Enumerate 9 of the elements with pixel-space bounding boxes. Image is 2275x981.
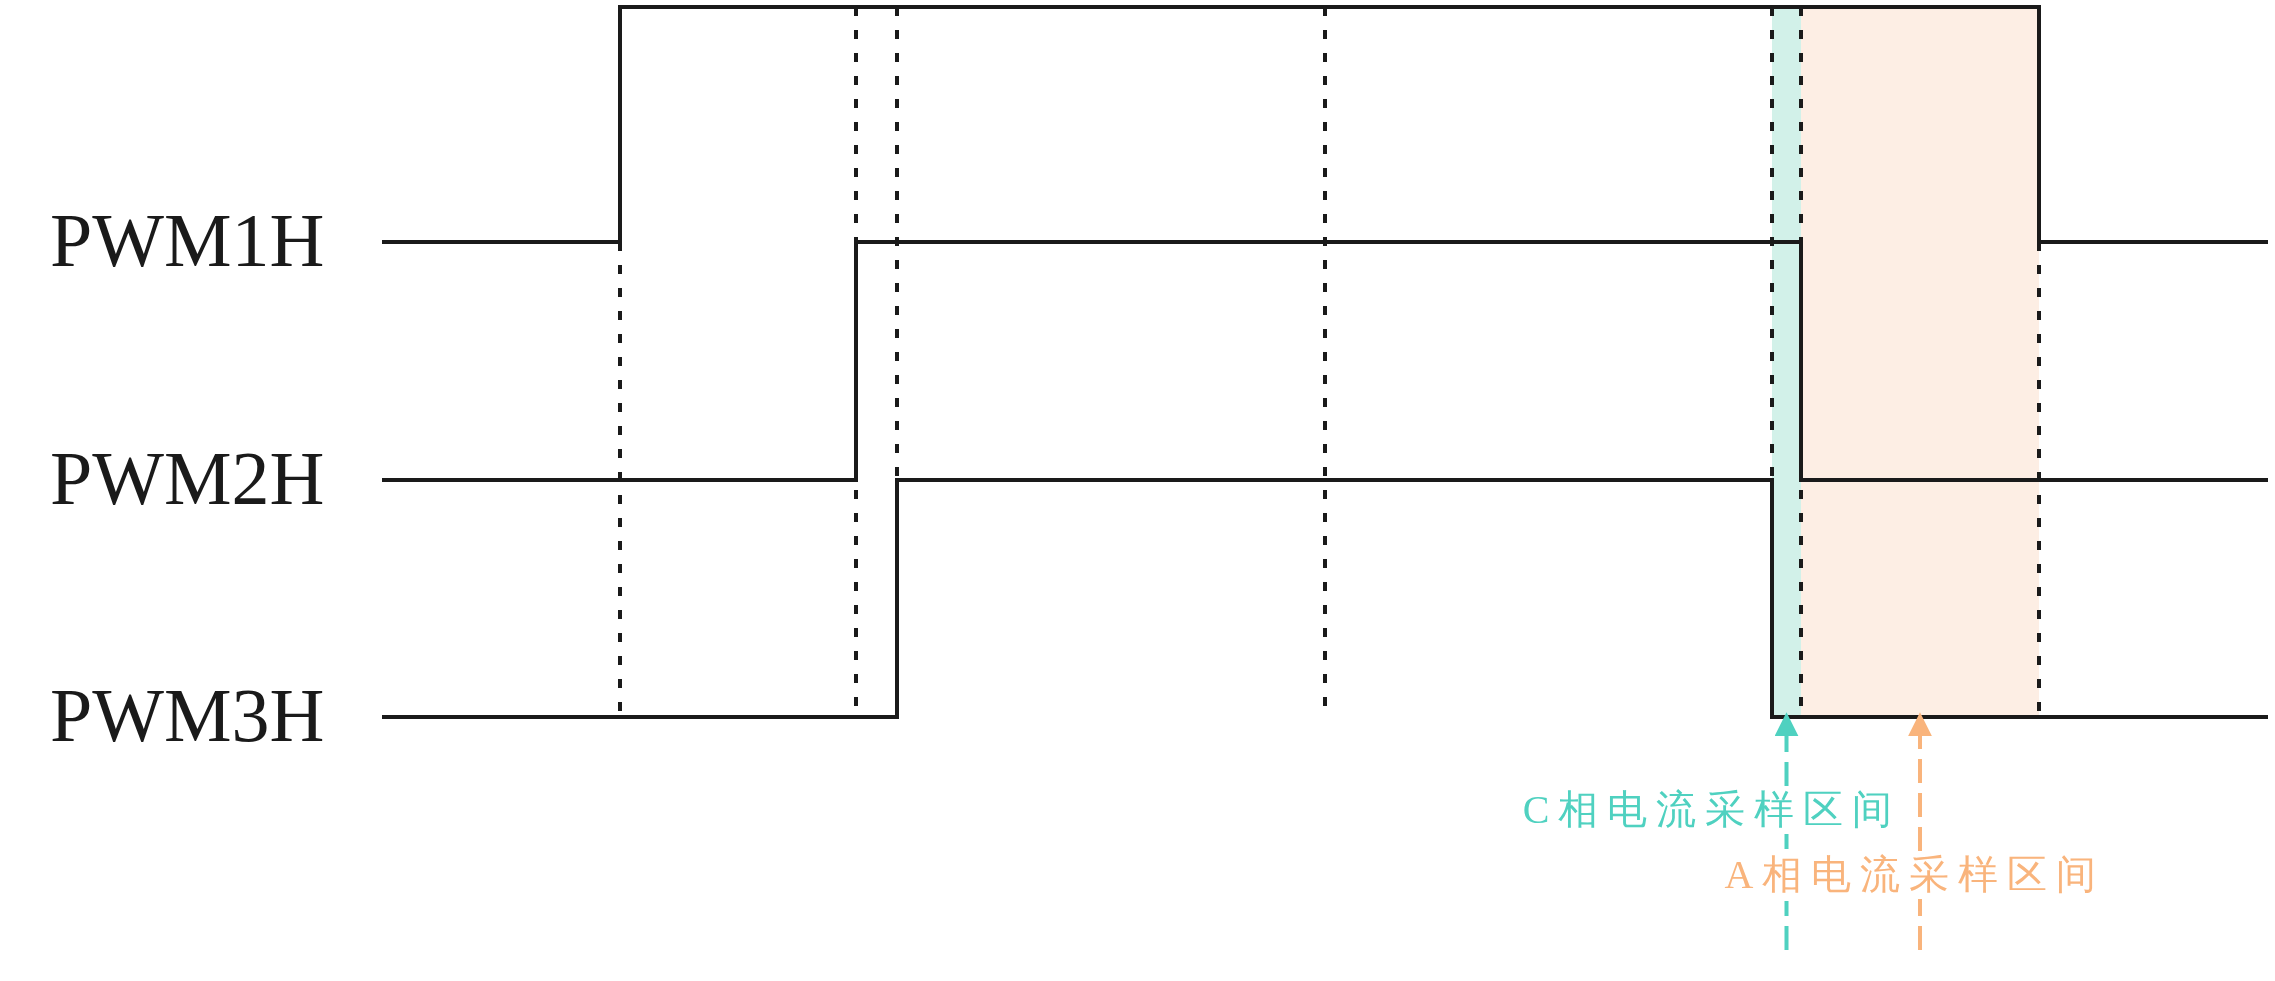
signal-label: PWM3H	[50, 677, 325, 753]
highlight-band	[1772, 7, 1801, 717]
annotation-text: C相电流采样区间	[1522, 790, 1902, 830]
signal-label: PWM1H	[50, 202, 325, 278]
arrow	[1908, 712, 1932, 851]
annotation-text: A相电流采样区间	[1724, 855, 2106, 895]
arrow	[1774, 712, 1799, 786]
signal-label: PWM2H	[50, 440, 325, 516]
highlight-band	[1801, 7, 2039, 717]
